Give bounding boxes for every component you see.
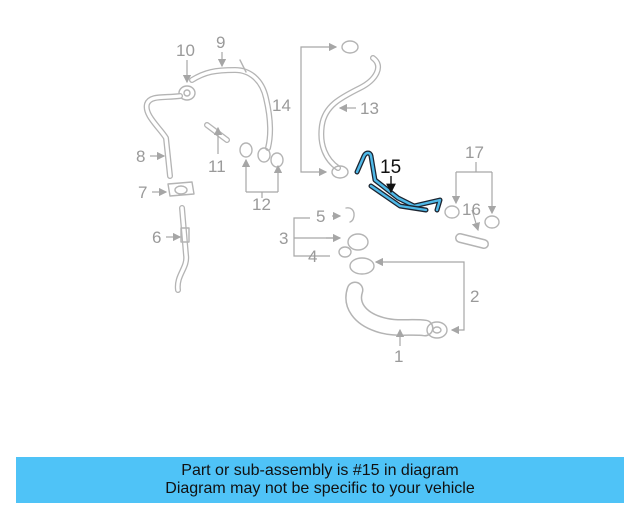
part-15-highlighted-pipe[interactable] <box>354 150 443 213</box>
part-17-clamps <box>444 205 500 229</box>
leader-lines <box>150 42 497 346</box>
part-2-clamp <box>426 321 448 339</box>
callout-13: 13 <box>360 99 379 118</box>
part-9-hose <box>189 59 274 151</box>
part-8-pipe <box>143 93 183 179</box>
callout-3: 3 <box>279 229 288 248</box>
callout-9: 9 <box>216 33 225 52</box>
callout-labels: 1 2 3 4 5 6 7 8 9 10 11 12 13 14 15 16 1… <box>136 33 484 366</box>
callout-15: 15 <box>380 157 401 178</box>
part-1-hose <box>345 281 434 337</box>
callout-1: 1 <box>394 347 403 366</box>
callout-17: 17 <box>465 143 484 162</box>
part-5-clip <box>345 207 355 223</box>
callout-7: 7 <box>138 183 147 202</box>
callout-5: 5 <box>316 207 325 226</box>
info-banner: Part or sub-assembly is #15 in diagram D… <box>16 457 624 503</box>
banner-line-2: Diagram may not be specific to your vehi… <box>165 480 475 497</box>
part-3-fitting <box>338 233 369 258</box>
part-16-hose <box>455 233 489 249</box>
callout-10: 10 <box>176 41 195 60</box>
parts-diagram: 1 2 3 4 5 6 7 8 9 10 11 12 13 14 15 16 1… <box>136 33 500 366</box>
callout-4: 4 <box>308 247 317 266</box>
part-10-clamp <box>178 85 196 101</box>
part-13-hose <box>318 55 381 171</box>
callout-2: 2 <box>470 287 479 306</box>
part-11-hose <box>204 122 230 143</box>
part-6-pipe <box>174 205 190 293</box>
callout-12: 12 <box>252 195 271 214</box>
part-7-fitting <box>167 181 195 197</box>
part-4-clamp <box>349 257 375 275</box>
callout-11: 11 <box>208 157 226 176</box>
callout-14: 14 <box>272 96 291 115</box>
part-14-clamps <box>331 40 359 179</box>
callout-8: 8 <box>136 147 145 166</box>
banner-line-1: Part or sub-assembly is #15 in diagram <box>181 462 459 479</box>
callout-6: 6 <box>152 228 161 247</box>
callout-16: 16 <box>462 200 481 219</box>
